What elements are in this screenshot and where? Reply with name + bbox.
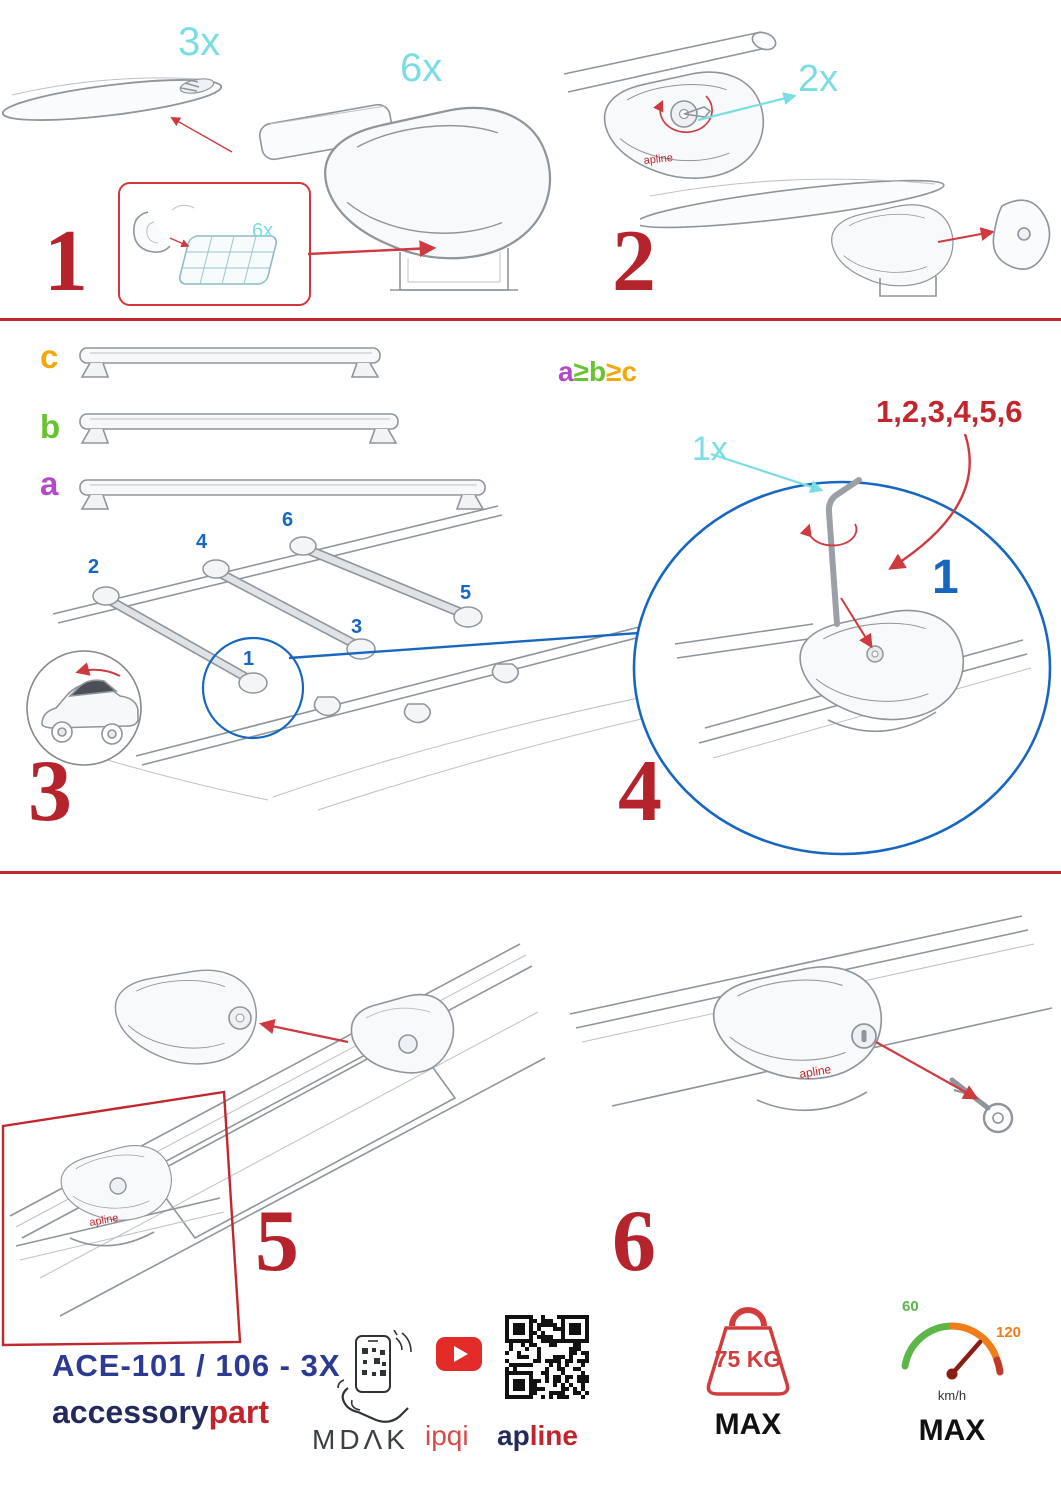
detail-pointer-arrow <box>288 624 657 660</box>
brand-part: part <box>208 1394 270 1430</box>
qty-label-key: 2x <box>798 58 839 100</box>
tightening-sequence: 1,2,3,4,5,6 <box>876 394 1023 429</box>
crossbar-illustration <box>1 77 233 153</box>
apline-logo-on-foot: apline <box>643 152 673 167</box>
bar-a <box>79 479 486 510</box>
brand-wordmark: accessorypart <box>52 1394 269 1431</box>
car-windows <box>67 679 118 698</box>
apline-logo-step6: apline <box>798 1062 832 1081</box>
order-gte-1: ≥ <box>573 356 589 387</box>
apline-line: line <box>529 1420 578 1451</box>
step-number-5: 5 <box>255 1193 299 1290</box>
max-load-weight-icon <box>706 1307 790 1396</box>
gauge-unit: km/h <box>937 1388 967 1403</box>
clamp-attachment-illustration: apline <box>1 943 546 1347</box>
section-divider-1 <box>0 318 1061 321</box>
position-label-5: 5 <box>460 582 472 604</box>
gauge-orange-value: 120 <box>996 1324 1022 1341</box>
foot-assembly-illustration <box>258 103 552 291</box>
model-number: ACE-101 / 106 - 3X <box>52 1348 341 1383</box>
tool-qty-pointer <box>710 452 824 493</box>
position-label-4: 4 <box>196 531 208 553</box>
clamp-cover-piece <box>350 993 455 1074</box>
youtube-icon <box>436 1337 482 1371</box>
apline-ap: ap <box>497 1420 530 1451</box>
position-1-highlight-circle <box>201 636 305 740</box>
bar-label-b: b <box>40 408 61 445</box>
step-number-1: 1 <box>44 213 88 310</box>
travel-direction-arrow <box>75 662 121 677</box>
endcap-piece <box>992 199 1051 270</box>
turn-key-arrow <box>653 95 713 133</box>
first-position-number: 1 <box>932 551 959 604</box>
max-speed-label: MAX <box>918 1414 986 1447</box>
brand-accessory: accessory <box>52 1394 209 1430</box>
bars-length-comparison <box>79 347 486 510</box>
bar-label-c: c <box>40 338 59 375</box>
car-direction-inset <box>26 650 142 766</box>
allen-key-tool <box>825 477 862 627</box>
step-number-6: 6 <box>612 1193 656 1290</box>
scan-qr-hand-icon <box>337 1330 412 1423</box>
pad-illustration <box>132 204 278 285</box>
insert-key-arrow <box>875 1041 979 1100</box>
position-label-6: 6 <box>282 509 294 531</box>
qr-code <box>505 1315 589 1399</box>
gauge-green-value: 60 <box>902 1298 919 1315</box>
slide-cover-arrow <box>258 1018 349 1044</box>
order-gte-2: ≥ <box>606 356 622 387</box>
step-number-4: 4 <box>618 743 662 840</box>
bar-label-a: a <box>40 465 59 502</box>
qty-pointer-cyan <box>697 92 797 122</box>
roof-mounting-overview <box>47 505 663 811</box>
qty-label-bar: 3x <box>178 20 221 64</box>
tightening-detail-closeup <box>632 433 1052 856</box>
tighten-bolt-arrow <box>840 597 873 649</box>
max-load-value: 75 KG <box>714 1346 782 1372</box>
step-number-2: 2 <box>612 213 656 310</box>
channel-name: ipqi <box>425 1420 469 1451</box>
rotate-tool-arrow <box>799 523 858 547</box>
order-b: b <box>588 356 607 387</box>
bar-endcap-illustration <box>640 178 1051 297</box>
locking-illustration: apline <box>569 915 1053 1134</box>
loose-claw-parts <box>313 663 520 724</box>
foot-lock-top-view: apline <box>563 31 797 179</box>
pad-to-foot-arrow <box>307 240 437 258</box>
qty-label-tool: 1x <box>692 430 728 468</box>
position-label-1: 1 <box>243 648 255 670</box>
bar-c <box>79 347 381 378</box>
qty-label-pad: 6x <box>252 220 274 242</box>
attach-endcap-arrow <box>937 227 995 243</box>
app-name: MDΛK <box>312 1424 409 1455</box>
key-icon <box>683 106 712 118</box>
gauge-needle <box>949 1339 983 1377</box>
apline-logo-inset: apline <box>88 1212 119 1229</box>
step-number-3: 3 <box>28 743 72 840</box>
locked-foot-inset-frame <box>1 1090 242 1347</box>
pad-detail-inset <box>118 182 311 306</box>
apline-wordmark: apline <box>497 1420 578 1452</box>
section-divider-2 <box>0 871 1061 874</box>
position-label-3: 3 <box>351 616 363 638</box>
position-label-2: 2 <box>88 556 100 578</box>
order-a: a <box>558 356 574 387</box>
max-load-label: MAX <box>714 1408 782 1441</box>
sequence-arrow <box>888 433 971 570</box>
crossbar-position-3 <box>289 536 483 628</box>
length-order-formula: a≥b≥c <box>558 356 637 388</box>
crossbar-position-1 <box>92 586 268 694</box>
order-c: c <box>621 356 638 387</box>
qty-label-foot: 6x <box>400 46 443 90</box>
bar-b <box>79 413 399 444</box>
max-speed-gauge-icon <box>901 1322 1004 1380</box>
